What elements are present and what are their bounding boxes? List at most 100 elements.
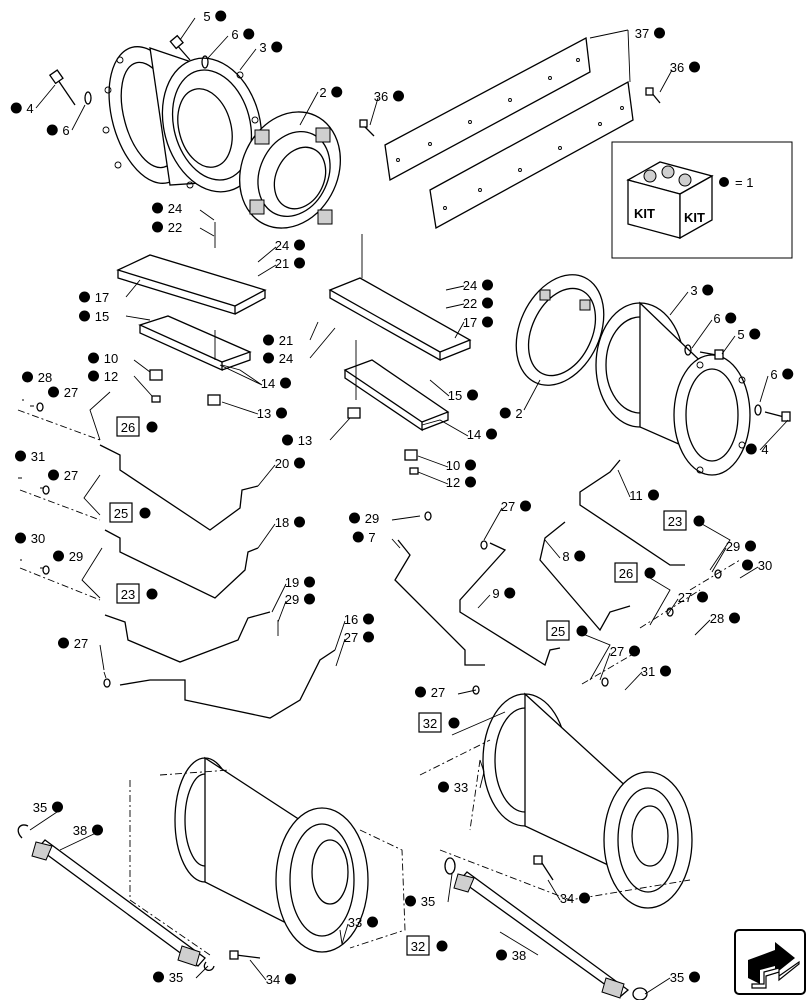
callout-number: 26: [121, 420, 135, 435]
callout-number: 26: [619, 566, 633, 581]
bracket-left[interactable]: [116, 222, 267, 406]
brake-line-8[interactable]: [539, 521, 631, 632]
callout-number: 13: [298, 433, 312, 448]
kit-dot-icon: [294, 239, 305, 251]
brake-line-9[interactable]: [459, 542, 561, 666]
callout-number: 5: [203, 9, 210, 24]
kit-dot-icon: [465, 476, 476, 488]
axle-hub-upper-left[interactable]: [95, 38, 276, 204]
brake-line-19[interactable]: [104, 611, 271, 663]
callout-number: 36: [374, 89, 388, 104]
callout-c5b: 5: [737, 327, 761, 342]
kit-dot-icon: [745, 443, 757, 455]
callout-c4b: 4: [745, 442, 769, 457]
kit-dot-icon: [88, 370, 99, 382]
callout-number: 24: [168, 201, 182, 216]
kit-dot-icon: [46, 124, 58, 136]
callout-number: 6: [713, 311, 720, 326]
axle-shaft-left[interactable]: [31, 839, 206, 967]
callout-number: 25: [114, 506, 128, 521]
callout-number: 38: [73, 823, 87, 838]
callout-number: 27: [678, 590, 692, 605]
axle-hub-right[interactable]: [595, 301, 751, 476]
callout-number: 24: [275, 238, 289, 253]
bolt-upper-left[interactable]: [48, 34, 209, 106]
kit-dot-icon: [660, 665, 671, 677]
kit-dot-icon: [520, 500, 531, 512]
callout-c11: 11: [629, 488, 659, 503]
boxed-callout-b23a: 23: [116, 583, 158, 604]
axle-shaft-right[interactable]: [453, 871, 630, 999]
callout-c36a: 36: [374, 89, 404, 104]
callout-number: 20: [275, 456, 289, 471]
kit-dot-icon: [304, 576, 315, 588]
axle-housing-right[interactable]: [482, 692, 693, 909]
callout-number: 35: [421, 894, 435, 909]
callout-number: 21: [275, 256, 289, 271]
planetary-carrier-right[interactable]: [499, 261, 621, 400]
kit-dot-icon: [629, 645, 640, 657]
brake-line-11[interactable]: [579, 459, 685, 566]
callout-number: 35: [33, 800, 47, 815]
callout-number: 7: [368, 530, 375, 545]
fittings-left[interactable]: [18, 399, 279, 688]
callout-c33b: 33: [348, 915, 378, 930]
kit-dot-icon: [243, 28, 255, 40]
callout-c38b: 38: [496, 948, 526, 963]
callout-c27h: 27: [415, 685, 445, 700]
callout-c12a: 12: [88, 369, 118, 384]
bolts-34-33[interactable]: [229, 759, 554, 960]
fittings-right[interactable]: [424, 511, 722, 695]
callout-c14b: 14: [467, 427, 497, 442]
brake-line-7[interactable]: [394, 539, 485, 666]
callout-number: 32: [411, 939, 425, 954]
brake-line-16[interactable]: [119, 649, 336, 719]
callout-box: [614, 562, 638, 583]
bracket-right[interactable]: [328, 234, 472, 475]
kit-dot-icon: [504, 587, 516, 599]
next-page-arrow-icon[interactable]: [734, 929, 806, 995]
snap-rings[interactable]: [17, 824, 648, 1000]
callout-c28a: 28: [22, 370, 52, 385]
kit-equals: = 1: [735, 175, 753, 190]
brake-line-18[interactable]: [104, 529, 259, 599]
callout-c21a: 21: [275, 256, 305, 271]
kit-dot-icon: [331, 86, 343, 98]
callout-c8: 8: [562, 549, 586, 564]
cover-plates[interactable]: [384, 36, 634, 230]
callout-number: 27: [344, 630, 358, 645]
brake-line-20[interactable]: [99, 444, 259, 531]
kit-dot-icon: [496, 949, 507, 961]
kit-dot-icon: [92, 824, 103, 836]
callout-c5: 5: [203, 9, 227, 24]
callout-number: 17: [463, 315, 477, 330]
boxed-callout-b26a: 26: [116, 416, 158, 437]
kit-dot-icon: [285, 973, 296, 985]
kit-dot-icon: [352, 531, 364, 543]
callout-c24b: 24: [275, 238, 305, 253]
boxed-callout-b23b: 23: [663, 510, 705, 531]
callout-c4a: 4: [10, 101, 34, 116]
plate-screw[interactable]: [359, 87, 661, 137]
kit-dot-icon: [644, 567, 656, 579]
kit-label-left: KIT: [634, 206, 655, 221]
kit-dot-icon: [276, 407, 287, 419]
kit-dot-icon: [482, 297, 493, 309]
axle-housing-left[interactable]: [174, 756, 369, 953]
callout-number: 13: [257, 406, 271, 421]
boxed-callout-b26b: 26: [614, 562, 656, 583]
callout-number: 9: [492, 586, 499, 601]
kit-dot-icon: [10, 102, 22, 114]
callout-number: 27: [64, 468, 78, 483]
callout-c33a: 33: [438, 780, 468, 795]
planetary-carrier-upper[interactable]: [221, 95, 359, 244]
callout-c13b: 13: [282, 433, 312, 448]
callout-number: 27: [431, 685, 445, 700]
bolt-right[interactable]: [684, 344, 791, 422]
callout-number: 37: [635, 26, 649, 41]
kit-label-right: KIT: [684, 210, 705, 225]
callout-c35d: 35: [670, 970, 700, 985]
kit-dot-icon: [367, 916, 378, 928]
kit-dot-icon: [58, 637, 69, 649]
kit-dot-icon: [48, 386, 59, 398]
